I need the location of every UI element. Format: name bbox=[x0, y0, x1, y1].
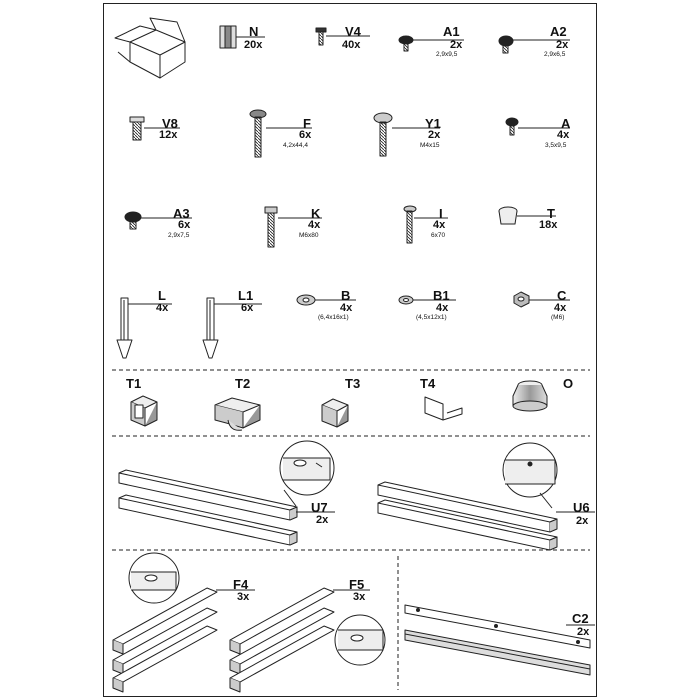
part-code-v4: V4 bbox=[345, 24, 361, 39]
connector-code-o: O bbox=[563, 376, 574, 391]
washer-b-icon bbox=[296, 294, 356, 306]
cardboard-box-icon bbox=[114, 17, 186, 79]
part-spec-a3: 2,9x7,5 bbox=[168, 232, 190, 239]
part-qty-c: 4x bbox=[554, 302, 567, 314]
part-qty-a: 4x bbox=[557, 129, 570, 141]
part-code-a2: A2 bbox=[550, 24, 567, 39]
screw-i-icon bbox=[403, 205, 448, 244]
profile-code-u6: U6 bbox=[573, 500, 590, 515]
part-qty-y1: 2x bbox=[428, 129, 441, 141]
part-qty-a3: 6x bbox=[178, 219, 191, 231]
parts-sheet bbox=[103, 3, 597, 697]
bolt-k-icon bbox=[264, 206, 322, 248]
part-qty-i: 4x bbox=[433, 219, 446, 231]
part-spec-a1: 2,9x9,5 bbox=[436, 51, 458, 58]
profile-qty-u7: 2x bbox=[316, 514, 329, 526]
screw-a3-icon bbox=[124, 211, 192, 230]
part-qty-k: 4x bbox=[308, 219, 321, 231]
profile-f5-icon bbox=[229, 587, 386, 693]
connector-code-t2: T2 bbox=[235, 376, 251, 391]
part-code-v8: V8 bbox=[162, 116, 178, 131]
profile-u6-icon bbox=[377, 442, 595, 551]
hex-nut-c-icon bbox=[513, 291, 570, 308]
part-spec-k: M6x80 bbox=[299, 232, 319, 239]
profile-qty-u6: 2x bbox=[576, 515, 589, 527]
part-spec-a: 3,5x9,5 bbox=[545, 142, 567, 149]
part-code-l: L bbox=[158, 288, 166, 303]
part-spec-i: 6x70 bbox=[431, 232, 446, 239]
part-spec-y1: M4x15 bbox=[420, 142, 440, 149]
part-spec-c: (M6) bbox=[551, 314, 565, 321]
connector-t3-icon bbox=[321, 398, 349, 428]
screw-a2-icon bbox=[498, 35, 514, 54]
screw-a1-icon bbox=[398, 35, 414, 52]
part-qty-a2: 2x bbox=[556, 39, 569, 51]
part-code-a3: A3 bbox=[173, 206, 190, 221]
part-qty-l1: 6x bbox=[241, 302, 254, 314]
wall-plug-l-icon bbox=[116, 297, 172, 359]
profile-u7-icon bbox=[118, 440, 335, 546]
part-qty-n: 20x bbox=[244, 39, 263, 51]
connector-code-t4: T4 bbox=[420, 376, 436, 391]
profile-f4-icon bbox=[112, 552, 255, 693]
end-cap-t-icon bbox=[498, 206, 556, 225]
part-code-k: K bbox=[311, 206, 321, 221]
end-cap-o-icon bbox=[512, 380, 548, 412]
part-code-t: T bbox=[547, 206, 555, 221]
part-qty-b: 4x bbox=[340, 302, 353, 314]
part-qty-l: 4x bbox=[156, 302, 169, 314]
part-qty-b1: 4x bbox=[436, 302, 449, 314]
washer-b1-icon bbox=[398, 295, 456, 305]
n-clip-icon bbox=[219, 25, 237, 49]
part-qty-v8: 12x bbox=[159, 129, 178, 141]
part-code-l1: L1 bbox=[238, 288, 254, 303]
bolt-y1-icon bbox=[373, 112, 440, 157]
profile-code-f4: F4 bbox=[233, 577, 249, 592]
profile-code-c2: C2 bbox=[572, 611, 589, 626]
bracket-t4-icon bbox=[424, 396, 463, 421]
part-code-a: A bbox=[561, 116, 571, 131]
part-qty-t: 18x bbox=[539, 219, 558, 231]
screw-v4-icon bbox=[315, 27, 327, 46]
part-code-b1: B1 bbox=[433, 288, 450, 303]
connector-code-t1: T1 bbox=[126, 376, 142, 391]
screw-a-icon bbox=[505, 117, 570, 136]
profile-code-u7: U7 bbox=[311, 500, 328, 515]
part-code-f: F bbox=[303, 116, 311, 131]
profile-code-f5: F5 bbox=[349, 577, 365, 592]
profile-qty-f4: 3x bbox=[237, 591, 250, 603]
rail-c2-icon bbox=[404, 604, 595, 676]
part-spec-b: (6,4x16x1) bbox=[318, 314, 349, 321]
profile-qty-f5: 3x bbox=[353, 591, 366, 603]
screw-f-icon bbox=[249, 109, 312, 158]
wall-plug-l1-icon bbox=[202, 297, 262, 359]
part-code-i: I bbox=[439, 206, 443, 221]
profile-qty-c2: 2x bbox=[577, 626, 590, 638]
connector-t1-icon bbox=[130, 395, 158, 427]
part-code-c: C bbox=[557, 288, 567, 303]
part-spec-f: 4,2x44,4 bbox=[283, 142, 308, 149]
part-spec-b1: (4,5x12x1) bbox=[416, 314, 447, 321]
part-code-y1: Y1 bbox=[425, 116, 441, 131]
part-spec-a2: 2,9x6,5 bbox=[544, 51, 566, 58]
part-qty-f: 6x bbox=[299, 129, 312, 141]
part-code-b: B bbox=[341, 288, 351, 303]
connector-code-t3: T3 bbox=[345, 376, 361, 391]
part-qty-a1: 2x bbox=[450, 39, 463, 51]
bolt-v8-icon bbox=[129, 116, 180, 141]
part-qty-v4: 40x bbox=[342, 39, 361, 51]
connector-t2-icon bbox=[214, 397, 261, 431]
part-code-a1: A1 bbox=[443, 24, 460, 39]
part-code-n: N bbox=[249, 24, 259, 39]
